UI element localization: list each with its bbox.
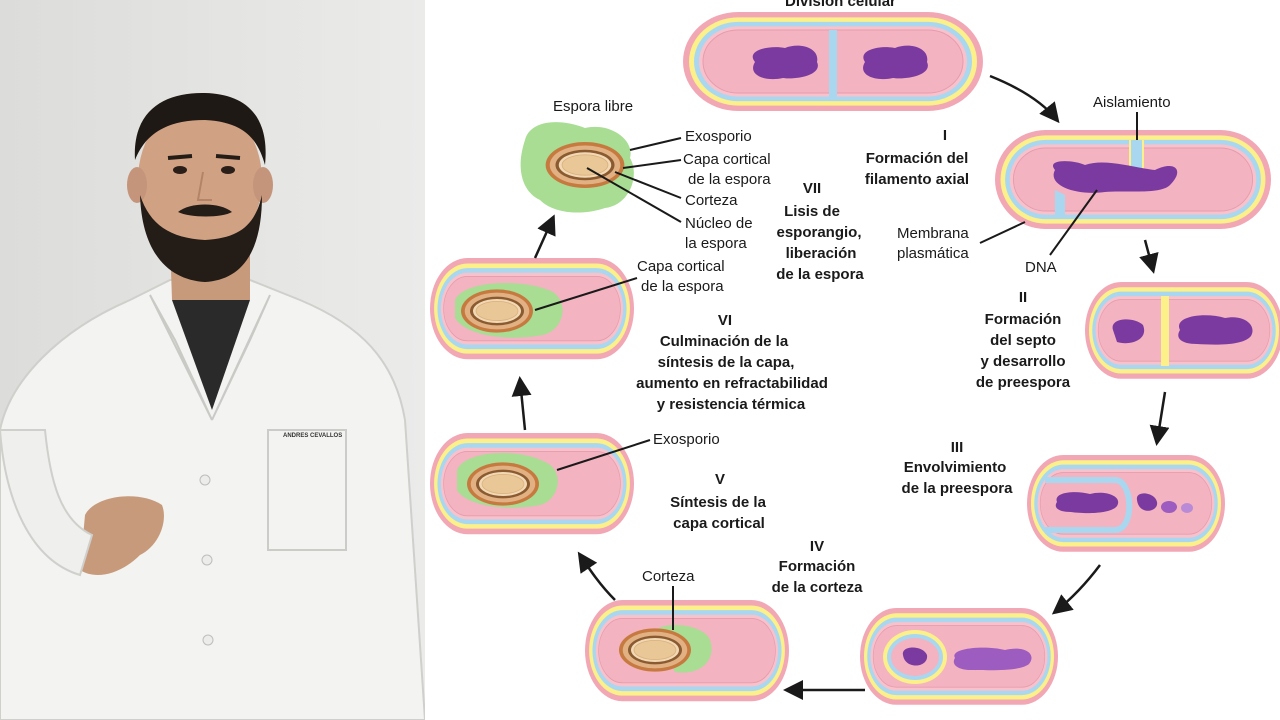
stage-vi-cell	[429, 257, 635, 360]
label-membrana-1: Membrana	[897, 225, 969, 242]
label-capa-cortical-1: Capa cortical	[683, 151, 771, 168]
arrow-to-stage-ii	[1139, 239, 1159, 274]
stage-v-line-2: capa cortical	[673, 515, 765, 532]
stage-vi-line-2: síntesis de la capa,	[658, 354, 795, 371]
label-vi-capa-1: Capa cortical	[637, 258, 725, 275]
stage-vi-line-4: y resistencia térmica	[657, 396, 806, 413]
stage-v-number: V	[715, 471, 725, 488]
presenter-figure: ANDRES CEVALLOS	[0, 0, 425, 720]
arrow-to-forespore	[1051, 564, 1101, 615]
label-exosporio: Exosporio	[685, 128, 752, 145]
label-membrana-2: plasmática	[897, 245, 969, 262]
stage-i-cell	[994, 129, 1272, 230]
stage-i-number: I	[943, 127, 947, 144]
stage-vii-line-3: liberación	[786, 245, 857, 262]
sporulation-cycle-diagram: División celular I Formación del filamen…	[425, 0, 1280, 720]
stage-vii-line-4: de la espora	[776, 266, 864, 283]
label-aislamiento: Aislamiento	[1093, 94, 1171, 111]
stage-iv-line-2: de la corteza	[772, 579, 864, 596]
stage-v-cell	[429, 432, 635, 535]
stage-iv-number: IV	[810, 538, 824, 555]
label-iv-corteza: Corteza	[642, 568, 695, 585]
stage-v-line-1: Síntesis de la	[670, 494, 767, 511]
arrow-to-stage-iii	[1149, 391, 1170, 446]
label-nucleo-2: la espora	[685, 235, 747, 252]
leader-corteza	[614, 171, 682, 199]
stage-iii-number: III	[951, 439, 964, 456]
free-spore	[520, 122, 634, 213]
stage-vi-line-3: aumento en refractabilidad	[636, 375, 828, 392]
label-nucleo-1: Núcleo de	[685, 215, 753, 232]
stage-vi-line-1: Culminación de la	[660, 333, 789, 350]
label-espora-libre: Espora libre	[553, 98, 633, 115]
arrow-to-stage-vi	[511, 376, 532, 431]
stage-ii-line-2: del septo	[990, 332, 1056, 349]
leader-exosporio	[629, 137, 682, 151]
stage-iii-line-1: Envolvimiento	[904, 459, 1007, 476]
stage-iii-line-2: de la preespora	[902, 480, 1014, 497]
stage-iv-line-1: Formación	[779, 558, 856, 575]
stage-vii-line-2: esporangio,	[776, 224, 861, 241]
stage-ii-line-1: Formación	[985, 311, 1062, 328]
stage-iii-cell	[1026, 454, 1226, 553]
leader-capa-cortical	[622, 159, 682, 169]
stage-ii-number: II	[1019, 289, 1027, 306]
leader-nucleo	[586, 167, 682, 223]
stage-vii-number: VII	[803, 180, 821, 197]
leader-membrana	[979, 221, 1026, 244]
division-title: División celular	[785, 0, 896, 10]
presenter-video-panel: ANDRES CEVALLOS	[0, 0, 425, 720]
leader-vi-capa	[534, 277, 638, 311]
label-dna: DNA	[1025, 259, 1057, 276]
stage-vi-number: VI	[718, 312, 732, 329]
arrow-to-stage-vii	[533, 214, 556, 259]
stage-i-line-2: filamento axial	[865, 171, 969, 188]
label-v-exosporio: Exosporio	[653, 431, 720, 448]
arrow-to-stage-i	[989, 74, 1060, 124]
stage-i-line-1: Formación del	[866, 150, 969, 167]
label-corteza: Corteza	[685, 192, 738, 209]
stage-ii-cell	[1084, 281, 1280, 380]
stage-iv-cell	[584, 599, 790, 702]
leader-dna	[1049, 189, 1098, 256]
cell-division-stage	[682, 11, 984, 112]
leader-v-exosporio	[556, 439, 651, 471]
stage-vii-line-1: Lisis de	[784, 203, 840, 220]
label-vi-capa-2: de la espora	[641, 278, 724, 295]
arrow-to-stage-v	[577, 551, 616, 601]
name-badge: ANDRES CEVALLOS	[283, 433, 342, 439]
stage-ii-line-3: y desarrollo	[980, 353, 1065, 370]
engulfed-forespore-cell	[859, 607, 1059, 706]
label-capa-cortical-2: de la espora	[688, 171, 771, 188]
stage-ii-line-4: de preespora	[976, 374, 1071, 391]
